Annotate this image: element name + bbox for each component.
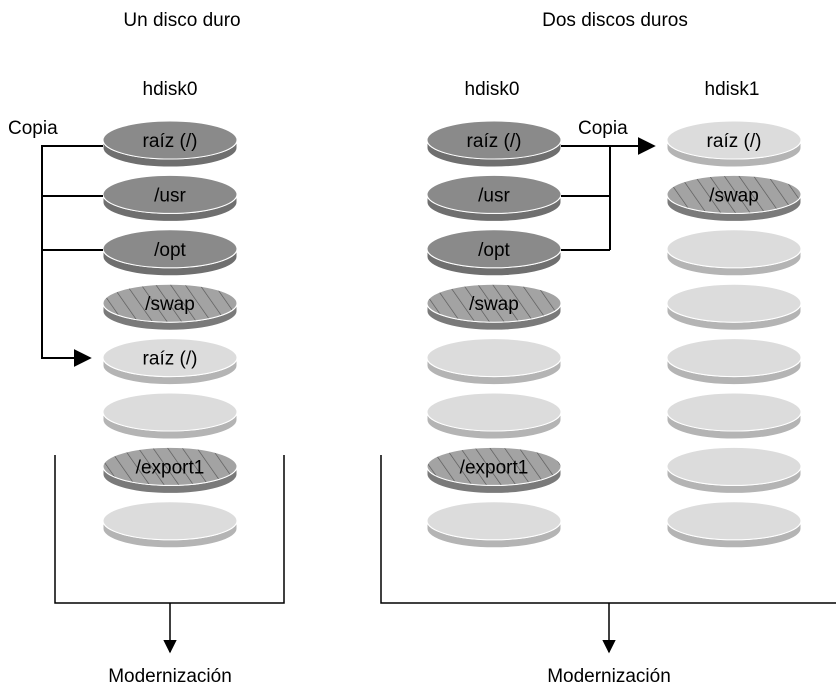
left-title: Un disco duro xyxy=(123,10,240,31)
disk-slice xyxy=(102,392,238,440)
disk-slice-top xyxy=(666,283,802,323)
disk-slice-top xyxy=(426,338,562,378)
disk-slice: /usr xyxy=(102,174,238,222)
disk-slice-top xyxy=(102,174,238,214)
disk-slice-top xyxy=(666,392,802,432)
disk-slice: /export1 xyxy=(102,446,238,494)
disk-slice-top xyxy=(666,120,802,160)
disk-slice: /swap xyxy=(102,283,238,331)
disk-slice-top xyxy=(666,229,802,269)
disk-slice-top xyxy=(102,120,238,160)
disk-slice-top xyxy=(426,446,562,486)
left-copy-label: Copia xyxy=(8,118,58,139)
disk-slice: raíz (/) xyxy=(102,120,238,168)
disk-slice: /export1 xyxy=(426,446,562,494)
disk-slice-label: /usr xyxy=(478,185,510,206)
disk-slice-label: /export1 xyxy=(136,457,205,478)
right-disk1-stack: raíz (/) /swap xyxy=(666,120,802,549)
right-disk1-label: hdisk1 xyxy=(705,79,760,100)
disk-slice-top xyxy=(102,446,238,486)
left-group-bracket xyxy=(54,455,285,654)
disk-slice xyxy=(666,501,802,549)
disk-slice xyxy=(426,338,562,386)
right-title: Dos discos duros xyxy=(542,10,688,31)
left-disk-stack: raíz (/) /usr/opt/swap raíz (/) /export1 xyxy=(102,120,238,549)
disk-slice-top xyxy=(426,392,562,432)
disk-slice-label: raíz (/) xyxy=(707,131,762,152)
left-result-label: Modernización xyxy=(108,666,232,687)
disk-slice-label: /swap xyxy=(469,294,519,315)
disk-slice-label: raíz (/) xyxy=(143,131,198,152)
disk-slice xyxy=(102,501,238,549)
right-copy-connector xyxy=(561,137,656,251)
disk-slice-label: /opt xyxy=(154,240,186,261)
disk-slice-top xyxy=(102,283,238,323)
disk-slice xyxy=(666,283,802,331)
disk-slice: raíz (/) xyxy=(426,120,562,168)
disk-slice-top xyxy=(666,501,802,541)
disk-slice-label: /export1 xyxy=(460,457,529,478)
disk-slice-top xyxy=(102,338,238,378)
disk-slice xyxy=(666,446,802,494)
left-copy-connector xyxy=(41,145,103,367)
disk-slice-top xyxy=(426,174,562,214)
disk-slice-label: /opt xyxy=(478,240,510,261)
right-copy-label: Copia xyxy=(578,118,628,139)
right-group-bracket xyxy=(380,455,836,654)
disk-slice: raíz (/) xyxy=(666,120,802,168)
right-disk0-stack: raíz (/) /usr/opt/swap/export1 xyxy=(426,120,562,549)
disk-slice xyxy=(426,501,562,549)
disk-slice-label: /swap xyxy=(709,185,759,206)
disk-slice-top xyxy=(666,174,802,214)
disk-slice-top xyxy=(666,338,802,378)
disk-slice xyxy=(666,392,802,440)
disk-slice-top xyxy=(102,501,238,541)
disk-slice-top xyxy=(426,229,562,269)
disk-slice-label: /swap xyxy=(145,294,195,315)
disk-slice xyxy=(426,392,562,440)
disk-slice xyxy=(666,229,802,277)
disk-slice-top xyxy=(102,392,238,432)
left-disk-label: hdisk0 xyxy=(143,79,198,100)
disk-slice-label: raíz (/) xyxy=(467,131,522,152)
disk-slice xyxy=(666,338,802,386)
disk-slice-top xyxy=(102,229,238,269)
disk-slice: /opt xyxy=(102,229,238,277)
disk-slice-top xyxy=(426,120,562,160)
disk-slice-top xyxy=(426,501,562,541)
disk-slice: raíz (/) xyxy=(102,338,238,386)
disk-slice: /opt xyxy=(426,229,562,277)
disk-slice-label: raíz (/) xyxy=(143,349,198,370)
disk-slice-top xyxy=(666,446,802,486)
right-disk0-label: hdisk0 xyxy=(465,79,520,100)
disk-slice-label: /usr xyxy=(154,185,186,206)
disk-slice: /swap xyxy=(426,283,562,331)
disk-slice: /swap xyxy=(666,174,802,222)
disk-slice-top xyxy=(426,283,562,323)
disk-slice: /usr xyxy=(426,174,562,222)
right-result-label: Modernización xyxy=(547,666,671,687)
